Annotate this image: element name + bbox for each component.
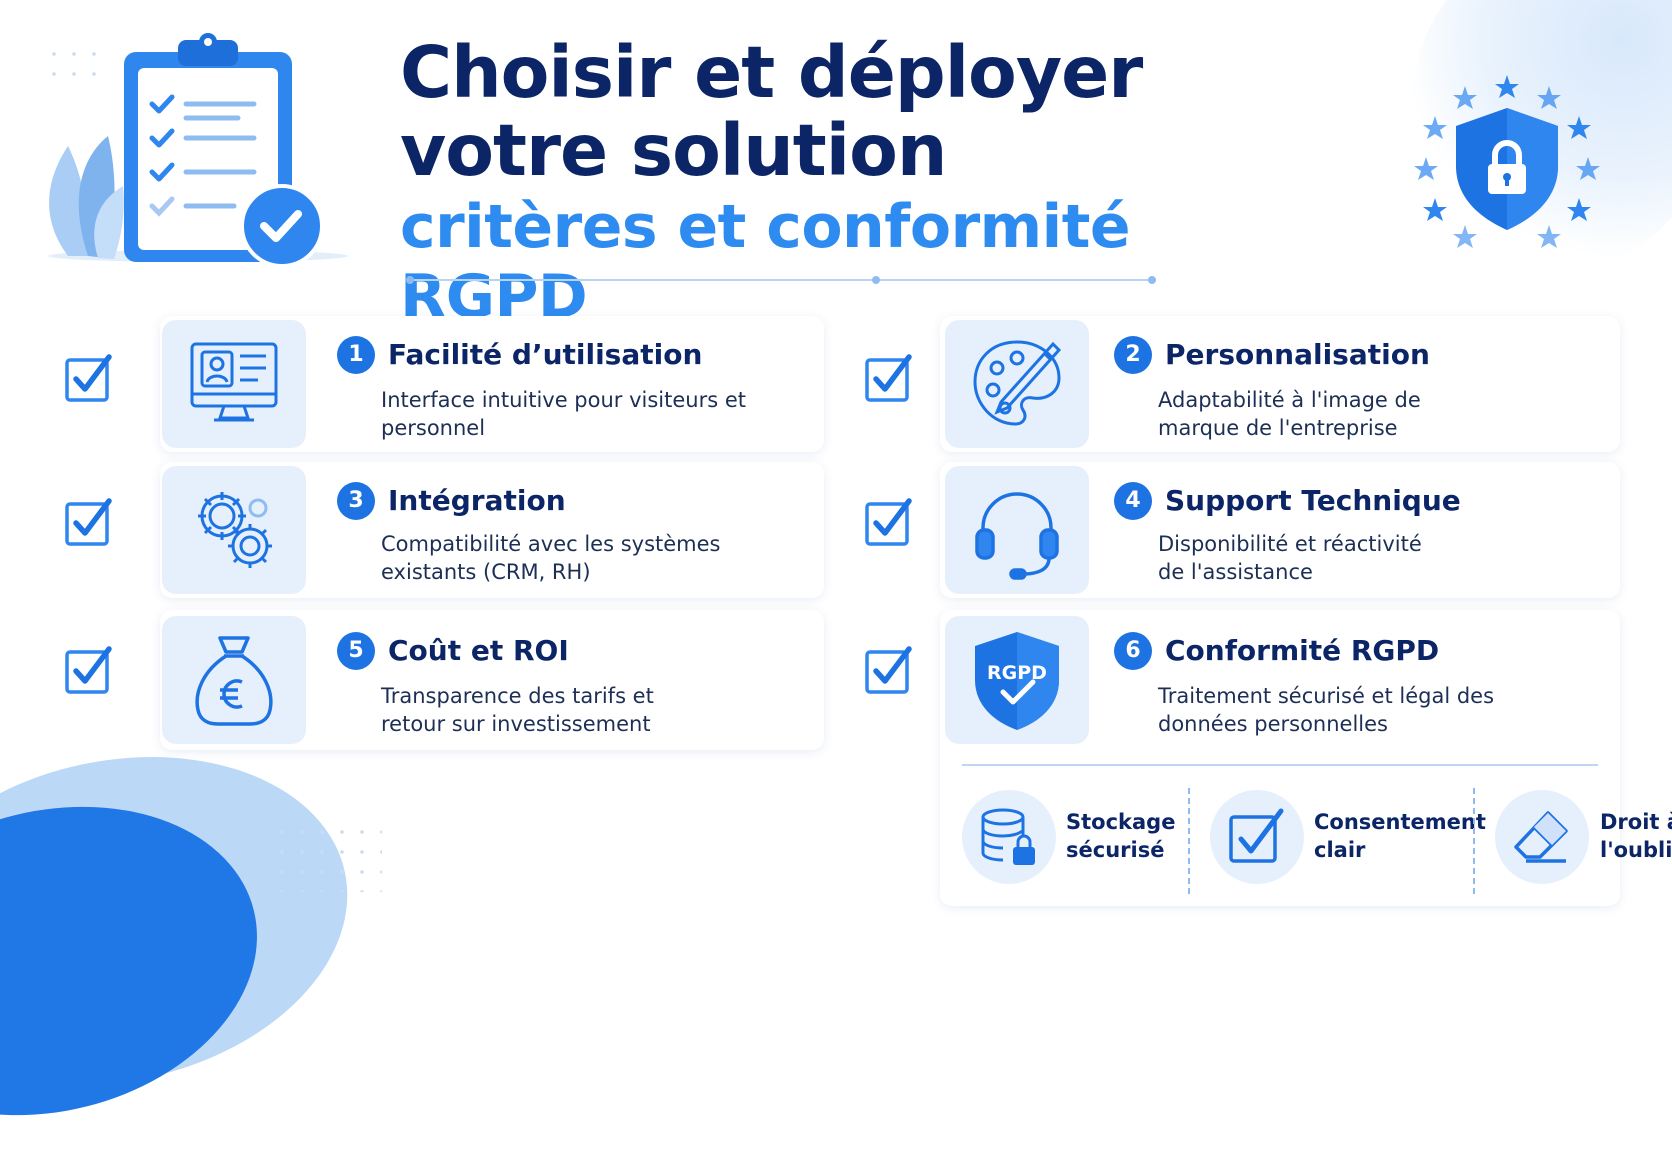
criterion-title-6: Conformité RGPD — [1165, 634, 1440, 667]
rgpd-separator — [962, 764, 1598, 766]
rgpd-shield-label: RGPD — [987, 662, 1047, 684]
criterion-title-1: Facilité d’utilisation — [388, 338, 703, 371]
eraser-icon — [1495, 790, 1589, 884]
criterion-card-3: 3 Intégration Compatibilité avec les sys… — [160, 462, 824, 598]
rgpd-feature-label-3: Droit à l'oubli — [1600, 810, 1672, 862]
criterion-title-4: Support Technique — [1165, 484, 1461, 517]
criterion-number-6: 6 — [1114, 632, 1152, 670]
criterion-title-2: Personnalisation — [1165, 338, 1430, 371]
checkbox-checked-4[interactable] — [864, 496, 916, 548]
database-lock-icon — [962, 790, 1056, 884]
clipboard-checklist-icon — [48, 33, 348, 268]
euro-moneybag-icon — [162, 616, 306, 744]
criterion-card-4: 4 Support Technique Disponibilité et réa… — [940, 462, 1620, 598]
criterion-description-2: Adaptabilité à l'image de marque de l'en… — [1158, 388, 1421, 440]
criterion-card-2: 2 Personnalisation Adaptabilité à l'imag… — [940, 316, 1620, 452]
criterion-title-3: Intégration — [388, 484, 566, 517]
criterion-number-5: 5 — [337, 632, 375, 670]
criterion-description-6: Traitement sécurisé et légal des données… — [1158, 684, 1495, 736]
rgpd-divider-2 — [1473, 788, 1475, 894]
checkbox-checked-6[interactable] — [864, 644, 916, 696]
title-underline — [406, 276, 1156, 284]
criterion-card-6: RGPD 6 Conformité RGPD Traitement sécuri… — [940, 610, 1672, 906]
checkbox-checked-3[interactable] — [64, 496, 116, 548]
criterion-description-3: Compatibilité avec les systèmes existant… — [381, 532, 721, 584]
criterion-number-3: 3 — [337, 482, 375, 520]
checkbox-checked-1[interactable] — [64, 352, 116, 404]
dot-pattern-bottom — [272, 822, 382, 892]
criterion-description-5: Transparence des tarifs et retour sur in… — [381, 684, 654, 736]
checkbox-icon — [1210, 790, 1304, 884]
checkbox-checked-5[interactable] — [64, 644, 116, 696]
gears-icon — [162, 466, 306, 594]
criterion-description-4: Disponibilité et réactivité de l'assista… — [1158, 532, 1422, 584]
title-subtitle: critères et conformité RGPD — [400, 192, 1131, 332]
page-title: Choisir et déployer votre solution critè… — [400, 31, 1300, 333]
criterion-number-4: 4 — [1114, 482, 1152, 520]
monitor-profile-icon — [162, 320, 306, 448]
criterion-number-2: 2 — [1114, 336, 1152, 374]
headset-icon — [945, 466, 1089, 594]
criterion-description-1: Interface intuitive pour visiteurs et pe… — [381, 388, 747, 440]
criterion-card-5: 5 Coût et ROI Transparence des tarifs et… — [160, 610, 824, 750]
title-line-1: Choisir et déployer — [400, 31, 1143, 114]
criterion-number-1: 1 — [337, 336, 375, 374]
criterion-card-1: 1 Facilité d’utilisation Interface intui… — [160, 316, 824, 452]
checkbox-checked-2[interactable] — [864, 352, 916, 404]
rgpd-shield-icon: RGPD — [945, 616, 1089, 744]
rgpd-feature-label-1: Stockage sécurisé — [1066, 810, 1176, 862]
rgpd-divider-1 — [1188, 788, 1190, 894]
dot-pattern-top — [44, 44, 104, 86]
title-line-2: votre solution — [400, 109, 947, 192]
palette-brush-icon — [945, 320, 1089, 448]
criterion-title-5: Coût et ROI — [388, 634, 569, 667]
rgpd-feature-label-2: Consentement clair — [1314, 810, 1486, 862]
eu-stars-shield-lock-icon — [1414, 75, 1600, 248]
